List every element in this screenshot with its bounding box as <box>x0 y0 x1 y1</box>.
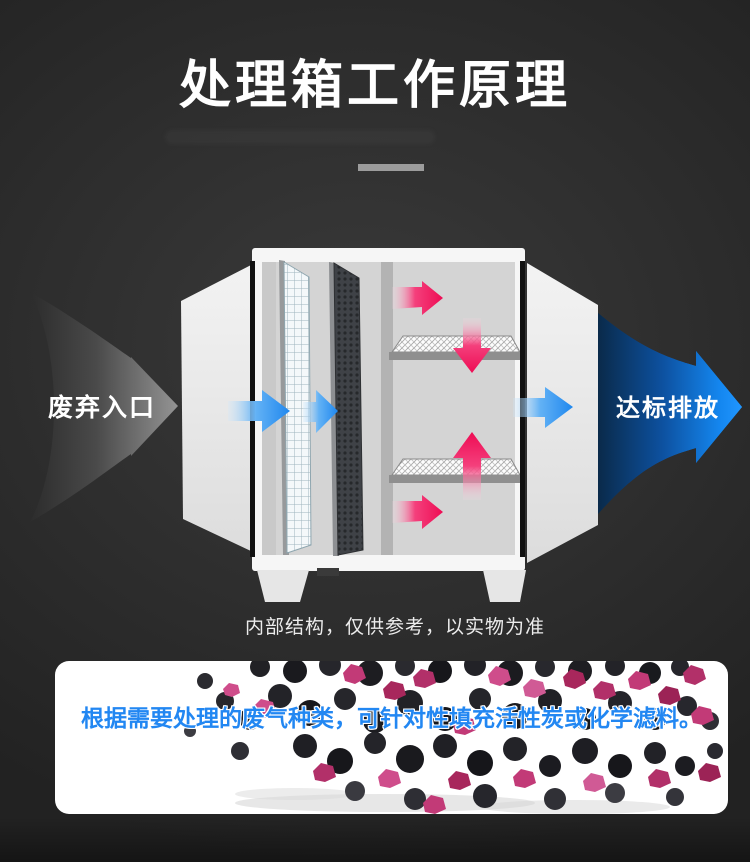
airflow-arrow-blue-1 <box>228 390 290 432</box>
magenta-media-chunks <box>223 664 721 814</box>
box-foot-left <box>257 570 309 602</box>
airflow-arrow-pink-bottom <box>392 495 443 529</box>
airflow-arrow-pink-up <box>453 432 491 500</box>
pre-filter-panel <box>283 261 312 554</box>
airflow-arrow-blue-2 <box>303 390 338 433</box>
page-title: 处理箱工作原理 <box>178 57 571 115</box>
airflow-arrow-pink-top <box>392 281 443 315</box>
filter-media-note: 根据需要处理的废气种类，可针对性填充活性炭或化学滤料。 <box>81 705 702 731</box>
inlet-duct-panel <box>181 264 253 552</box>
waste-inlet-label: 废弃入口 <box>48 393 156 422</box>
activated-carbon-panel <box>333 262 364 556</box>
filter-media-card: 根据需要处理的废气种类，可针对性填充活性炭或化学滤料。 <box>55 661 728 814</box>
chamber-divider <box>381 262 393 555</box>
airflow-arrow-pink-down <box>453 318 491 373</box>
box-bottom-notch <box>317 568 339 576</box>
watermark-smudge <box>165 130 435 144</box>
airflow-arrow-blue-exit <box>513 387 573 428</box>
box-foot-right <box>483 570 526 602</box>
activated-carbon-photo <box>184 661 723 814</box>
title-divider <box>358 164 424 171</box>
discharge-arrow-tail <box>598 313 742 514</box>
waste-inlet-arrow <box>30 292 178 522</box>
diagram-caption: 内部结构，仅供参考，以实物为准 <box>244 617 545 638</box>
discharge-label: 达标排放 <box>616 394 720 422</box>
filter-tray-bottom <box>389 458 521 483</box>
